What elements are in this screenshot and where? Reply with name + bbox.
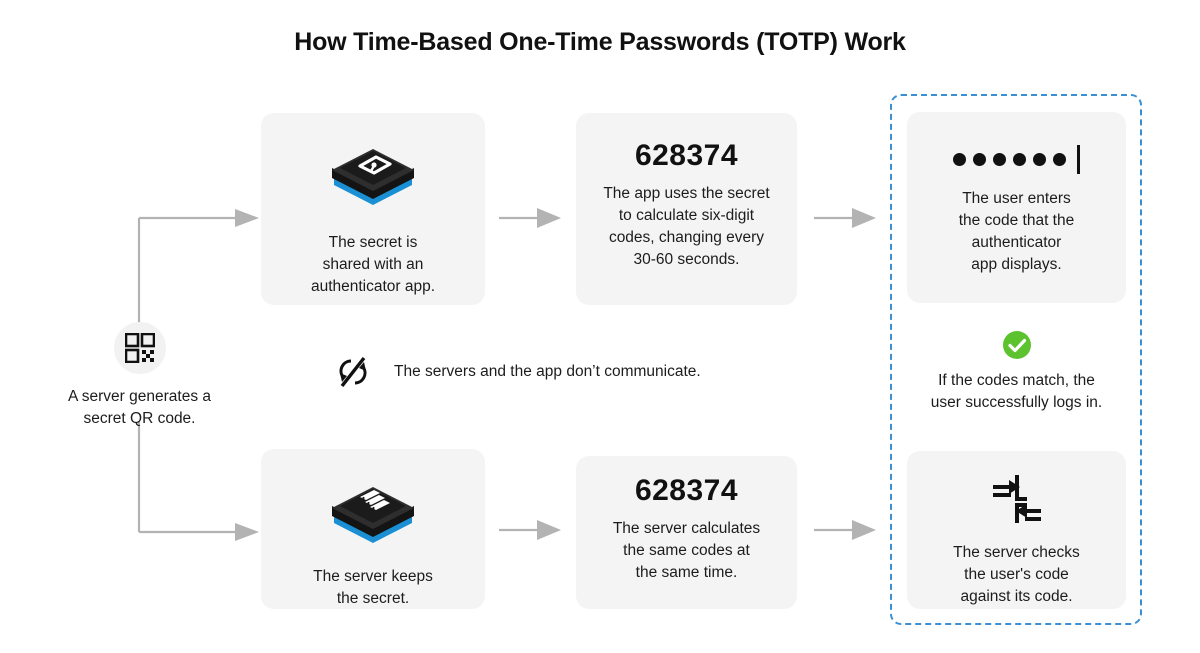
card-user-enters-text: The user enters the code that the authen… xyxy=(958,190,1075,273)
card-server-keeps-text: The server keeps the secret. xyxy=(313,568,433,607)
isometric-server-block-icon xyxy=(324,473,422,556)
card-secret-shared-text: The secret is shared with an authenticat… xyxy=(310,234,436,295)
card-server-code-text: The server calculates the same codes at … xyxy=(612,520,761,581)
start-node-qr: A server generates a secret QR code. xyxy=(38,322,241,430)
isometric-secret-key-block-icon xyxy=(324,135,422,218)
arrow-code-to-user-entry xyxy=(814,208,876,228)
green-check-circle-icon xyxy=(1002,331,1031,359)
app-generated-code: 628374 xyxy=(634,139,739,172)
card-server-checks-code: The server checks the user's code agains… xyxy=(907,451,1126,609)
match-result-block: If the codes match, the user successfull… xyxy=(907,330,1126,414)
qr-code-icon xyxy=(124,333,155,363)
card-secret-shared: The secret is shared with an authenticat… xyxy=(261,113,485,305)
arrow-server-code-to-check xyxy=(814,520,876,540)
password-dot xyxy=(1053,152,1066,166)
verification-highlight-region xyxy=(890,94,1142,625)
start-node-label: A server generates a secret QR code. xyxy=(67,388,212,427)
card-server-code: 628374 The server calculates the same co… xyxy=(576,456,797,609)
password-dots-icon xyxy=(953,142,1080,176)
card-user-enters-code: The user enters the code that the authen… xyxy=(907,112,1126,303)
password-dot xyxy=(1013,152,1026,166)
text-cursor-icon xyxy=(1077,144,1080,174)
server-generated-code: 628374 xyxy=(634,474,739,507)
password-dot xyxy=(953,152,966,166)
card-server-keeps-secret: The server keeps the secret. xyxy=(261,449,485,609)
no-communication-note: The servers and the app don’t communicat… xyxy=(336,354,701,390)
sync-disabled-icon xyxy=(339,356,367,388)
qr-icon-background xyxy=(113,322,166,374)
card-server-checks-text: The server checks the user's code agains… xyxy=(953,544,1080,605)
password-dot xyxy=(973,152,986,166)
password-dot xyxy=(1033,152,1046,166)
arrow-server-secret-to-code xyxy=(499,520,561,540)
match-result-text: If the codes match, the user successfull… xyxy=(930,372,1103,411)
no-communication-text: The servers and the app don’t communicat… xyxy=(394,363,701,380)
password-dot xyxy=(993,152,1006,166)
arrow-secret-to-code xyxy=(499,208,561,228)
compare-arrows-icon xyxy=(987,471,1047,532)
page-title: How Time-Based One-Time Passwords (TOTP)… xyxy=(294,28,906,56)
card-app-code-text: The app uses the secret to calculate six… xyxy=(603,185,770,268)
card-app-code: 628374 The app uses the secret to calcul… xyxy=(576,113,797,305)
